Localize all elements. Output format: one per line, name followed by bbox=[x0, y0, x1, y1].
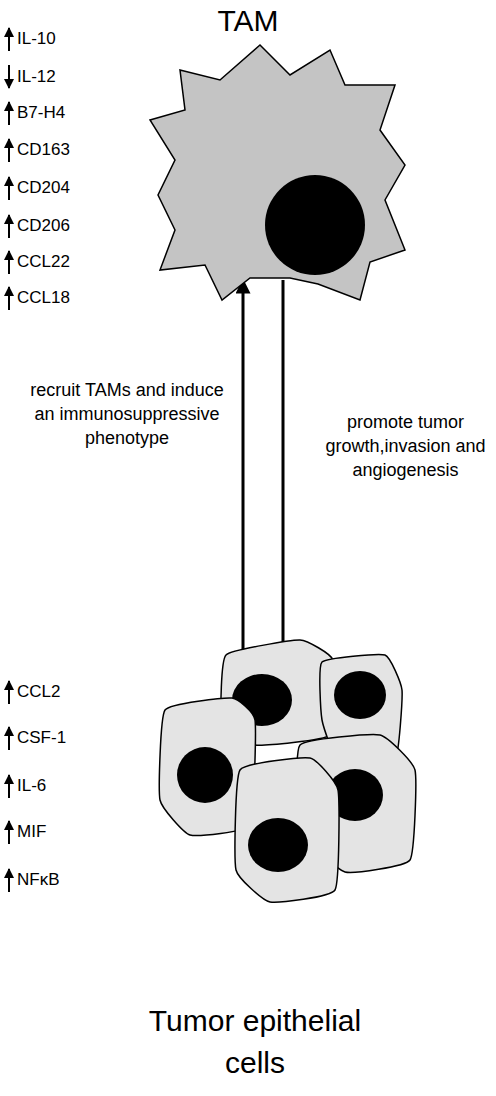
up-arrow bbox=[8, 139, 10, 162]
marker-name: NFκB bbox=[17, 870, 60, 890]
marker-name: CD206 bbox=[17, 216, 70, 236]
marker-name: CCL18 bbox=[17, 288, 70, 308]
arrow-connector bbox=[282, 280, 285, 660]
edge-label: promote tumor growth,invasion and angiog… bbox=[318, 410, 493, 482]
edge-label: recruit TAMs and induce an immunosuppres… bbox=[22, 378, 232, 450]
up-arrow bbox=[8, 28, 10, 51]
arrow-connector bbox=[242, 280, 245, 660]
marker-name: IL-12 bbox=[17, 67, 56, 87]
up-arrow bbox=[8, 177, 10, 200]
cell-outline bbox=[160, 660, 415, 905]
epithelial-cell bbox=[235, 758, 339, 902]
marker-name: IL-10 bbox=[17, 29, 56, 49]
up-arrow bbox=[8, 681, 10, 704]
nucleus bbox=[334, 671, 386, 719]
up-arrow bbox=[8, 775, 10, 798]
down-arrow bbox=[8, 65, 10, 88]
marker-name: B7-H4 bbox=[17, 103, 65, 123]
cell-outline bbox=[155, 45, 405, 280]
up-arrow bbox=[8, 727, 10, 750]
marker-name: CCL2 bbox=[17, 682, 60, 702]
tumor-cell-cluster: Tumor epithelial cells bbox=[160, 660, 415, 905]
node-heading: TAM bbox=[168, 3, 328, 39]
macrophage-cell: TAM bbox=[155, 45, 405, 280]
up-arrow bbox=[8, 287, 10, 310]
nucleus bbox=[177, 747, 233, 803]
up-arrow bbox=[8, 251, 10, 274]
up-arrow bbox=[8, 869, 10, 892]
connectors bbox=[243, 280, 283, 660]
updown-arrows bbox=[9, 28, 10, 892]
nucleus bbox=[248, 818, 308, 872]
marker-name: IL-6 bbox=[17, 776, 46, 796]
marker-name: CCL22 bbox=[17, 252, 70, 272]
marker-name: CD163 bbox=[17, 140, 70, 160]
macrophage-body bbox=[150, 45, 405, 300]
up-arrow bbox=[8, 215, 10, 238]
node-heading: Tumor epithelial cells bbox=[135, 1000, 375, 1084]
up-arrow bbox=[8, 102, 10, 125]
up-arrow bbox=[8, 821, 10, 844]
marker-name: CD204 bbox=[17, 178, 70, 198]
marker-name: CSF-1 bbox=[17, 728, 66, 748]
marker-name: MIF bbox=[17, 822, 46, 842]
nucleus bbox=[265, 175, 365, 275]
